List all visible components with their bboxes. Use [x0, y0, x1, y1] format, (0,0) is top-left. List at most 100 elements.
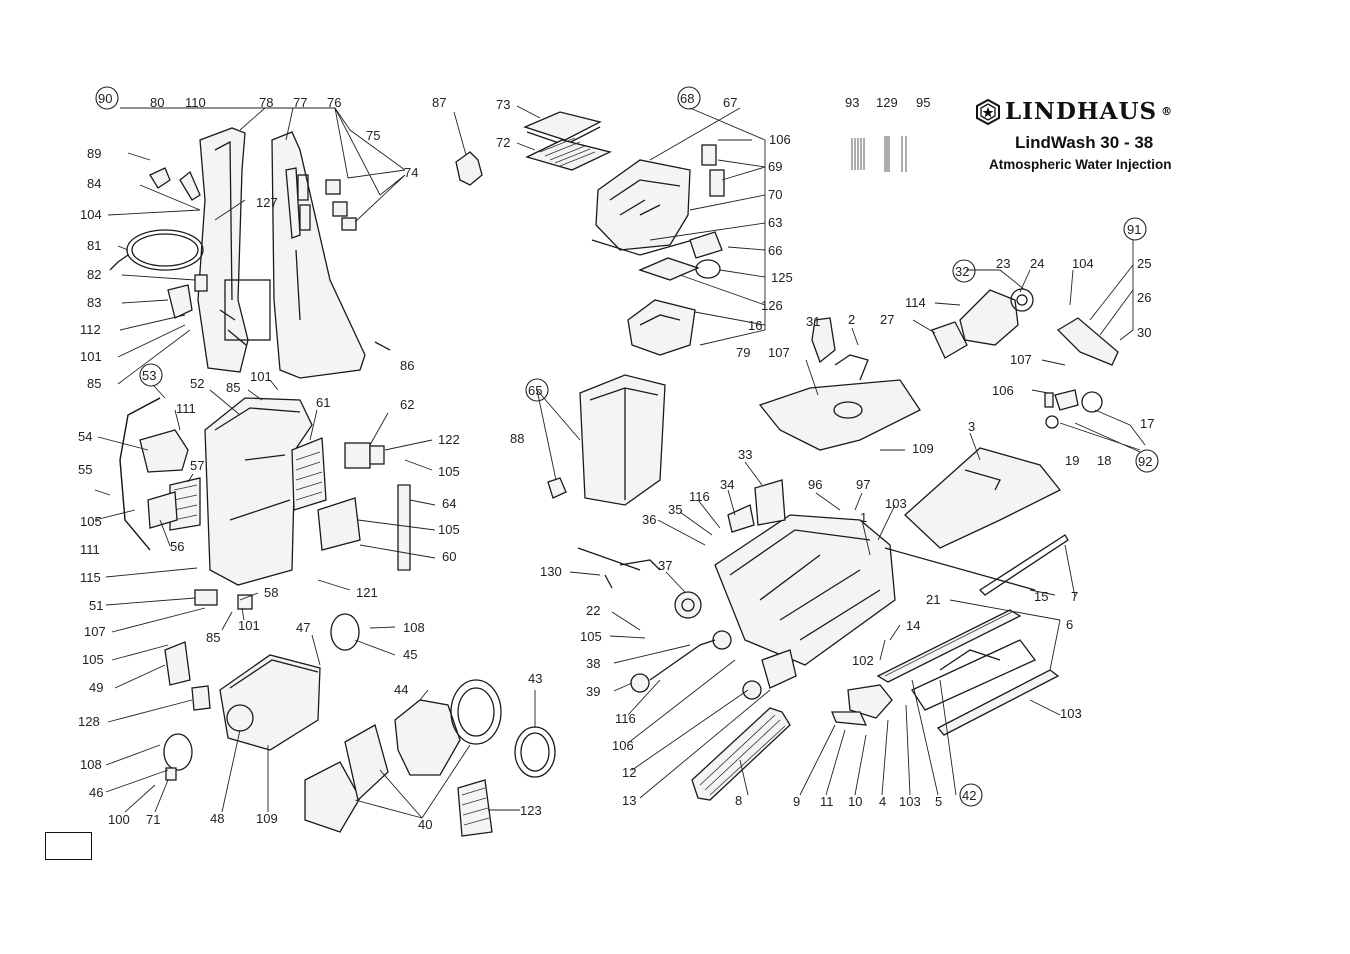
filter-61: [291, 437, 327, 511]
callout-71: 71: [146, 812, 160, 827]
strainer-box: [627, 299, 696, 356]
callout-2: 2: [848, 312, 855, 327]
callout-104: 104: [80, 207, 102, 222]
brand-name-row: LINDHAUS®: [975, 98, 1195, 125]
filter-73: [523, 111, 602, 141]
callout-7: 7: [1071, 589, 1078, 604]
callout-21: 21: [926, 592, 940, 607]
callout-10: 10: [848, 794, 862, 809]
callout-27: 27: [880, 312, 894, 327]
callout-65: 65: [528, 383, 542, 398]
callout-126: 126: [761, 298, 783, 313]
callout-125: 125: [771, 270, 793, 285]
callout-87: 87: [432, 95, 446, 110]
callout-101: 101: [80, 349, 102, 364]
callout-85: 85: [226, 380, 240, 395]
callout-62: 62: [400, 397, 414, 412]
callout-58: 58: [264, 585, 278, 600]
callout-95: 95: [916, 95, 930, 110]
callout-25: 25: [1137, 256, 1151, 271]
callout-130: 130: [540, 564, 562, 579]
callout-81: 81: [87, 238, 101, 253]
registered-mark: ®: [1161, 105, 1174, 118]
callout-14: 14: [906, 618, 920, 633]
callout-36: 36: [642, 512, 656, 527]
callout-35: 35: [668, 502, 682, 517]
callout-30: 30: [1137, 325, 1151, 340]
callout-55: 55: [78, 462, 92, 477]
callout-85: 85: [87, 376, 101, 391]
callout-22: 22: [586, 603, 600, 618]
callout-88: 88: [510, 431, 524, 446]
callout-56: 56: [170, 539, 184, 554]
callout-33: 33: [738, 447, 752, 462]
callout-26: 26: [1137, 290, 1151, 305]
callout-100: 100: [108, 812, 130, 827]
callout-3: 3: [968, 419, 975, 434]
callout-74: 74: [404, 165, 418, 180]
callout-122: 122: [438, 432, 460, 447]
drive-motor: [959, 289, 1019, 346]
callout-5: 5: [935, 794, 942, 809]
callout-75: 75: [366, 128, 380, 143]
model-name: LindWash 30 - 38: [1015, 133, 1154, 152]
brand-name: LINDHAUS: [1005, 98, 1158, 125]
callout-79: 79: [736, 345, 750, 360]
callout-64: 64: [442, 496, 456, 511]
page-number-box: [45, 832, 92, 860]
wheel-37: [674, 591, 702, 619]
callout-76: 76: [327, 95, 341, 110]
callout-73: 73: [496, 97, 510, 112]
callout-37: 37: [658, 558, 672, 573]
callout-52: 52: [190, 376, 204, 391]
callout-108: 108: [403, 620, 425, 635]
callout-107: 107: [1010, 352, 1032, 367]
callout-67: 67: [723, 95, 737, 110]
callout-109: 109: [256, 811, 278, 826]
bristle-strips: [851, 136, 907, 172]
callout-114: 114: [905, 295, 926, 310]
callout-86: 86: [400, 358, 414, 373]
callout-128: 128: [78, 714, 100, 729]
base-cover: [904, 447, 1062, 549]
callout-111: 111: [80, 542, 100, 557]
callout-106: 106: [769, 132, 791, 147]
callout-23: 23: [996, 256, 1010, 271]
callout-105: 105: [580, 629, 602, 644]
callout-101: 101: [238, 618, 260, 633]
callout-54: 54: [78, 429, 92, 444]
brand-block: LINDHAUS® LindWash 30 - 38 Atmospheric W…: [975, 98, 1195, 172]
callout-84: 84: [87, 176, 101, 191]
callout-102: 102: [852, 653, 874, 668]
callout-43: 43: [528, 671, 542, 686]
callout-46: 46: [89, 785, 103, 800]
callout-106: 106: [992, 383, 1014, 398]
callout-labels: 90 80 110 78 77 76 75 74 89 84 104 127 8…: [78, 86, 1159, 832]
callout-57: 57: [190, 458, 204, 473]
callout-47: 47: [296, 620, 310, 635]
brush-roller: [691, 707, 791, 801]
callout-8: 8: [735, 793, 742, 808]
leader-lines: [94, 105, 1146, 819]
callout-48: 48: [210, 811, 224, 826]
callout-11: 11: [820, 794, 834, 809]
callout-106: 106: [612, 738, 634, 753]
callout-103: 103: [1060, 706, 1082, 721]
callout-107: 107: [84, 624, 106, 639]
callout-66: 66: [768, 243, 782, 258]
callout-4: 4: [879, 794, 886, 809]
callout-1: 1: [860, 510, 867, 525]
callout-85: 85: [206, 630, 220, 645]
callout-93: 93: [845, 95, 859, 110]
callout-38: 38: [586, 656, 600, 671]
callout-16: 16: [748, 318, 762, 333]
callout-91: 91: [1127, 222, 1141, 237]
callout-6: 6: [1066, 617, 1073, 632]
callout-19: 19: [1065, 453, 1079, 468]
callout-45: 45: [403, 647, 417, 662]
callout-105: 105: [438, 464, 460, 479]
callout-34: 34: [720, 477, 734, 492]
callout-49: 49: [89, 680, 103, 695]
callout-109: 109: [912, 441, 934, 456]
lindhaus-hexagon-logo-icon: [976, 98, 1000, 125]
